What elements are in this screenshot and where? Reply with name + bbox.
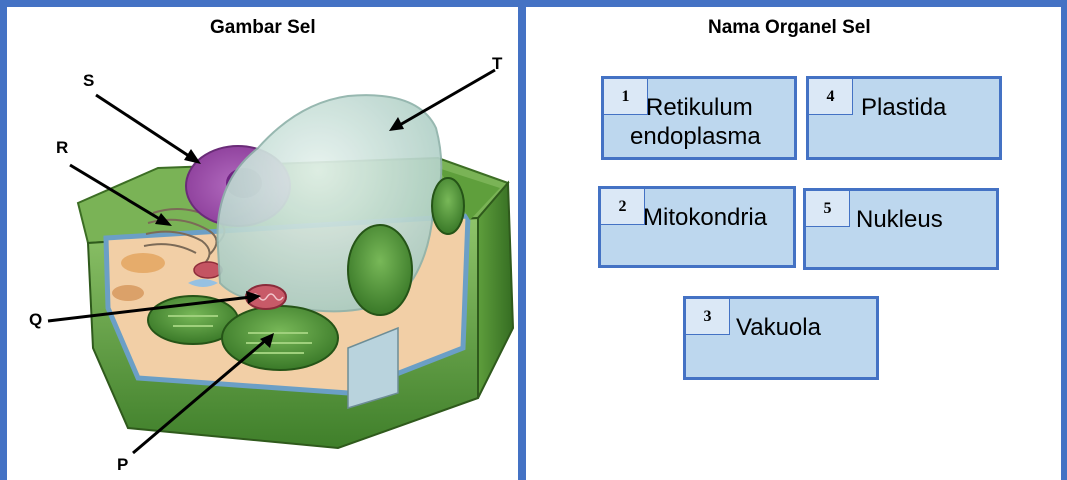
left-border bbox=[0, 0, 7, 480]
label-r: R bbox=[56, 138, 68, 158]
card-label-line2: endoplasma bbox=[630, 122, 761, 151]
card-label-line1: Mitokondria bbox=[643, 203, 767, 232]
label-q: Q bbox=[29, 310, 42, 330]
card-label-line1: Nukleus bbox=[856, 205, 943, 234]
label-p: P bbox=[117, 455, 128, 475]
card-label-line1: Vakuola bbox=[736, 313, 821, 342]
card-label-line1: Plastida bbox=[861, 93, 946, 122]
organelle-card-1[interactable]: 1 Retikulum endoplasma bbox=[601, 76, 797, 160]
center-divider bbox=[518, 0, 526, 480]
card-number: 2 bbox=[601, 189, 645, 225]
label-s: S bbox=[83, 71, 94, 91]
organelle-card-5[interactable]: 5 Nukleus bbox=[803, 188, 999, 270]
organelle-card-4[interactable]: 4 Plastida bbox=[806, 76, 1002, 160]
card-number: 3 bbox=[686, 299, 730, 335]
card-label-line1: Retikulum bbox=[646, 93, 753, 122]
card-number: 5 bbox=[806, 191, 850, 227]
top-border bbox=[0, 0, 1067, 7]
card-number: 1 bbox=[604, 79, 648, 115]
label-t: T bbox=[492, 54, 502, 74]
right-border bbox=[1061, 0, 1067, 480]
card-number: 4 bbox=[809, 79, 853, 115]
organelle-card-3[interactable]: 3 Vakuola bbox=[683, 296, 879, 380]
panel-title-organelle-names: Nama Organel Sel bbox=[708, 17, 871, 39]
organelle-card-2[interactable]: 2 Mitokondria bbox=[598, 186, 796, 268]
